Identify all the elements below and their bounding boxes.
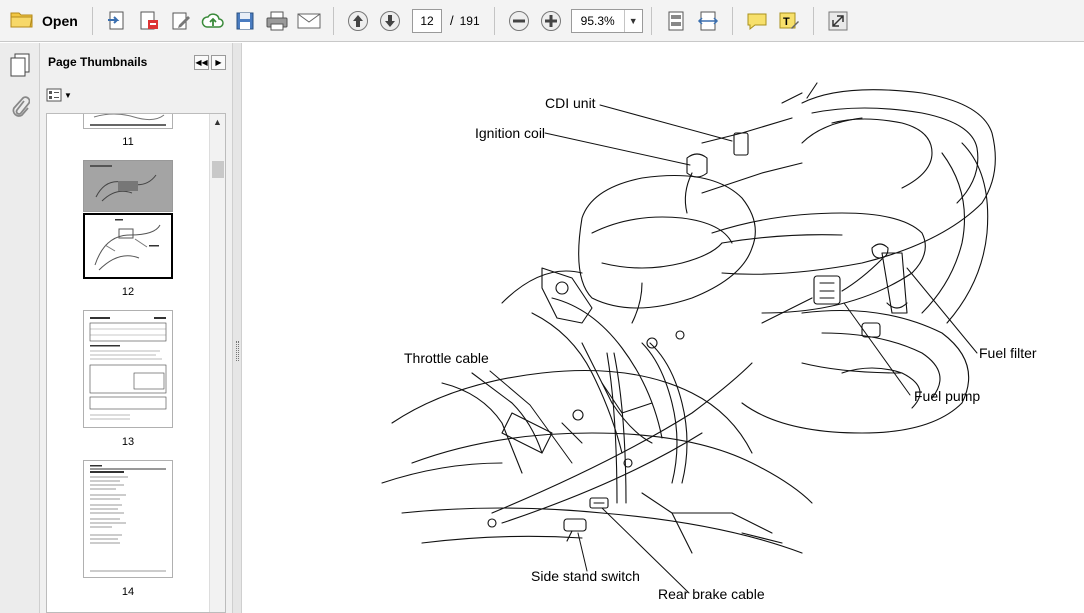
label-ignition-coil: Ignition coil [475, 125, 546, 141]
main-toolbar: Open 12 / 191 95.3% ▼ [0, 0, 1084, 42]
panel-menu-icon[interactable]: ▶ [211, 54, 226, 70]
thumbnail-page-14[interactable] [83, 460, 173, 578]
label-side-stand-switch: Side stand switch [531, 568, 640, 584]
previous-page-icon[interactable] [343, 6, 373, 36]
next-page-icon[interactable] [375, 6, 405, 36]
open-label: Open [42, 12, 78, 29]
fit-page-icon[interactable] [661, 6, 691, 36]
print-icon[interactable] [262, 6, 292, 36]
thumbnail-page-12[interactable] [83, 160, 173, 280]
scroll-up-icon[interactable]: ▲ [213, 117, 222, 127]
thumbnail-page-13[interactable] [83, 310, 173, 428]
export-pdf-icon[interactable] [134, 6, 164, 36]
splitter-grip[interactable] [236, 341, 239, 361]
label-cdi-unit: CDI unit [545, 95, 596, 111]
collapse-panel-icon[interactable]: ◀◀ [194, 54, 209, 70]
page-separator: / [450, 13, 454, 28]
thumbnail-label: 12 [121, 286, 135, 298]
thumbnail-scrollbar[interactable]: ▲ [209, 114, 225, 612]
scrollbar-thumb[interactable] [212, 161, 224, 178]
save-icon[interactable] [230, 6, 260, 36]
label-fuel-pump: Fuel pump [914, 388, 981, 404]
zoom-select[interactable]: 95.3% ▼ [570, 8, 643, 33]
zoom-in-icon[interactable] [536, 6, 566, 36]
upload-cloud-icon[interactable] [198, 6, 228, 36]
svg-text:T: T [783, 16, 790, 28]
label-fuel-filter: Fuel filter [979, 345, 1037, 361]
create-pdf-icon[interactable] [102, 6, 132, 36]
thumbnail-label: 13 [121, 436, 135, 448]
label-rear-brake-cable: Rear brake cable [658, 586, 765, 602]
toolbar-divider [92, 6, 93, 35]
thumbnail-label: 11 [122, 136, 134, 148]
highlight-text-icon[interactable]: T [774, 6, 804, 36]
panel-title: Page Thumbnails [48, 55, 148, 69]
zoom-out-icon[interactable] [504, 6, 534, 36]
thumbnail-list[interactable]: 11 12 13 14 ▲ [46, 113, 226, 613]
open-button[interactable]: Open [8, 5, 84, 37]
toolbar-divider [493, 6, 495, 35]
chevron-down-icon[interactable]: ▼ [623, 9, 642, 32]
thumbnails-panel: Page Thumbnails ◀◀ ▶ ▼ 11 12 [40, 43, 232, 613]
zoom-value: 95.3% [580, 13, 615, 28]
attachments-icon[interactable] [6, 93, 34, 121]
fit-width-icon[interactable] [693, 6, 723, 36]
page-number-input[interactable]: 12 [412, 8, 442, 33]
edit-pdf-icon[interactable] [166, 6, 196, 36]
thumbnail-page-11[interactable] [83, 114, 173, 129]
navigation-strip [0, 43, 40, 613]
toolbar-divider [731, 6, 733, 35]
thumbnail-label: 14 [121, 586, 135, 598]
toolbar-divider [650, 6, 652, 35]
panel-splitter[interactable] [232, 43, 242, 613]
label-throttle-cable: Throttle cable [404, 350, 489, 366]
toolbar-divider [333, 6, 334, 35]
page-total: 191 [459, 13, 480, 28]
folder-icon [10, 9, 34, 32]
toolbar-divider [812, 6, 814, 35]
document-page: CDI unit Ignition coil Throttle cable Fu… [242, 43, 1084, 613]
chevron-down-icon: ▼ [64, 90, 72, 100]
email-icon[interactable] [294, 6, 324, 36]
comment-icon[interactable] [742, 6, 772, 36]
scooter-wiring-diagram [381, 82, 996, 594]
expand-icon[interactable] [823, 6, 853, 36]
thumbnail-options-button[interactable]: ▼ [46, 86, 72, 104]
page-thumbnails-icon[interactable] [6, 51, 34, 79]
panel-options: ▼ [40, 81, 232, 109]
panel-header: Page Thumbnails ◀◀ ▶ [40, 43, 232, 81]
